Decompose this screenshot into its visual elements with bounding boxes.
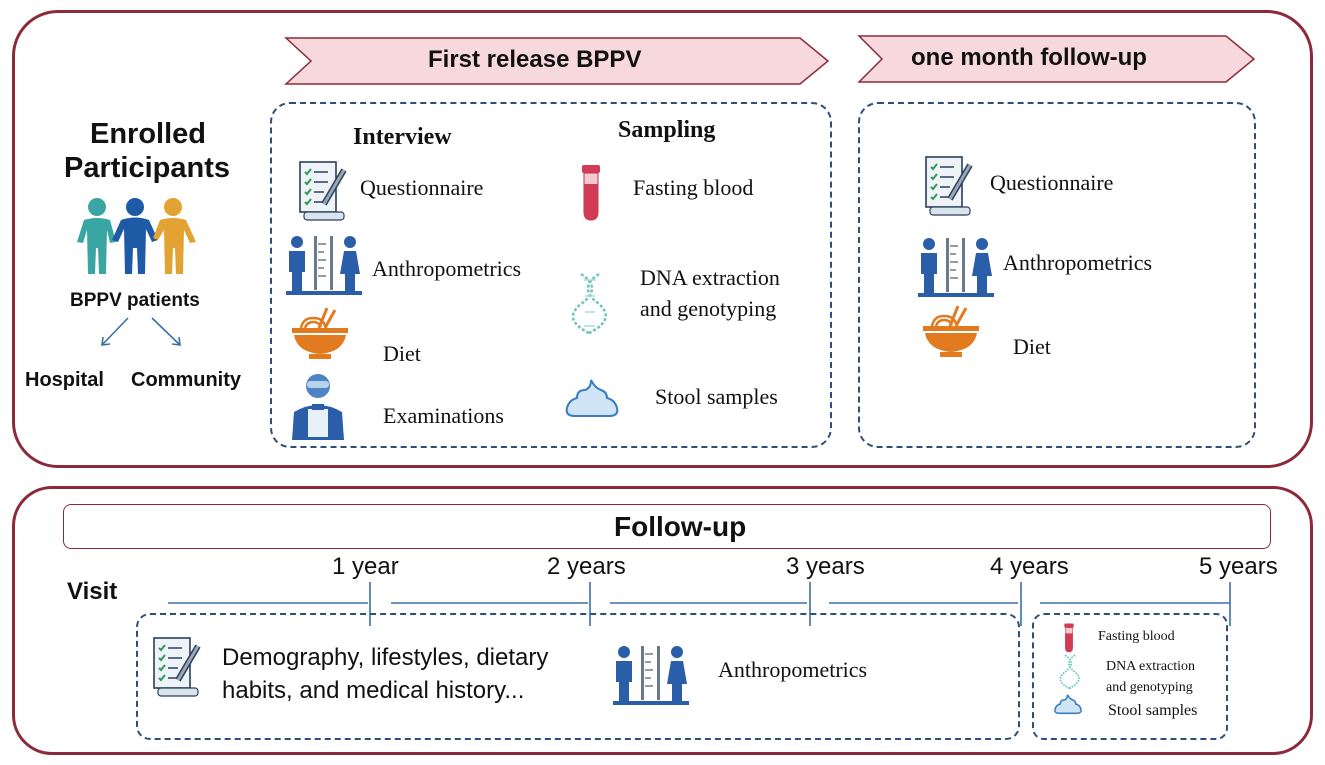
stool-icon [1054, 694, 1082, 715]
doctor-icon [292, 374, 344, 440]
questionnaire-icon [299, 161, 347, 221]
one-month-banner: one month follow-up [911, 44, 1147, 71]
timepoint-2-years: 2 years [547, 553, 626, 580]
one-month-box [858, 102, 1256, 448]
interview-item-questionnaire: Questionnaire [360, 175, 484, 200]
demography-text-line2: habits, and medical history... [222, 677, 525, 704]
timepoint-5-years: 5 years [1199, 553, 1278, 580]
visit-label: Visit [67, 578, 118, 605]
interview-item-examinations: Examinations [383, 403, 504, 428]
one-month-banner-shape [857, 35, 1256, 83]
one-month-item-diet: Diet [1013, 334, 1051, 359]
followup-panel [12, 486, 1313, 755]
followup-samples-box [1032, 613, 1228, 740]
first-release-banner-shape [284, 37, 830, 85]
followup-sample-fasting-blood: Fasting blood [1098, 629, 1175, 644]
timepoint-3-years: 3 years [786, 553, 865, 580]
anthropometrics-icon [918, 238, 994, 297]
enrollment-panel [12, 10, 1313, 468]
followup-sample-stool: Stool samples [1108, 702, 1198, 719]
timepoint-1-year: 1 year [332, 553, 399, 580]
interview-item-anthropometrics: Anthropometrics [372, 256, 522, 281]
bppv-patients-label: BPPV patients [70, 290, 200, 311]
questionnaire-icon [153, 637, 201, 697]
followup-title: Follow-up [614, 511, 747, 542]
followup-title-bar [63, 504, 1271, 549]
one-month-item-questionnaire: Questionnaire [990, 170, 1114, 195]
sampling-heading: Sampling [618, 117, 716, 143]
stool-icon [565, 379, 619, 417]
one-month-item-anthropometrics: Anthropometrics [1003, 250, 1153, 275]
first-release-box [270, 102, 832, 448]
hospital-label: Hospital [25, 369, 104, 391]
sampling-item-stool: Stool samples [655, 384, 778, 409]
demography-text-line1: Demography, lifestyles, dietary [222, 644, 549, 671]
diet-bowl-icon [923, 305, 979, 357]
dna-icon [1059, 654, 1080, 690]
followup-sample-dna-line2: and genotyping [1106, 680, 1193, 695]
followup-anthropometrics: Anthropometrics [718, 657, 868, 682]
sampling-item-dna-line1: DNA extraction [640, 265, 780, 290]
enrolled-title: Enrolled [90, 118, 207, 150]
participants-title: Participants [64, 152, 230, 184]
interview-item-diet: Diet [383, 341, 421, 366]
followup-sample-dna-line1: DNA extraction [1106, 659, 1196, 674]
sampling-item-dna-line2: and genotyping [640, 296, 777, 321]
branch-arrows [101, 317, 181, 346]
first-release-banner: First release BPPV [428, 46, 642, 73]
blood-tube-icon [1064, 623, 1074, 653]
followup-survey-box [136, 613, 1020, 740]
diet-bowl-icon [292, 307, 348, 359]
anthropometrics-icon [613, 646, 689, 705]
community-label: Community [131, 369, 241, 391]
timepoint-4-years: 4 years [990, 553, 1069, 580]
anthropometrics-icon [286, 236, 362, 295]
sampling-item-fasting-blood: Fasting blood [633, 175, 754, 200]
questionnaire-icon [925, 156, 973, 216]
participants-icon [77, 198, 196, 274]
interview-heading: Interview [353, 124, 452, 150]
blood-tube-icon [582, 165, 600, 221]
dna-icon [571, 272, 607, 336]
